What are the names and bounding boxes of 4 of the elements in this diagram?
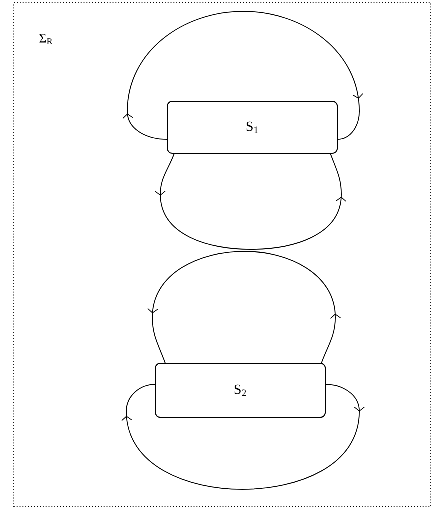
frame-label: Σ$_{R}$ xyxy=(40,34,53,45)
dotted-frame xyxy=(14,2,432,508)
process-box: S$_{2}$ xyxy=(155,363,326,418)
process-box: S$_{1}$ xyxy=(167,101,338,154)
